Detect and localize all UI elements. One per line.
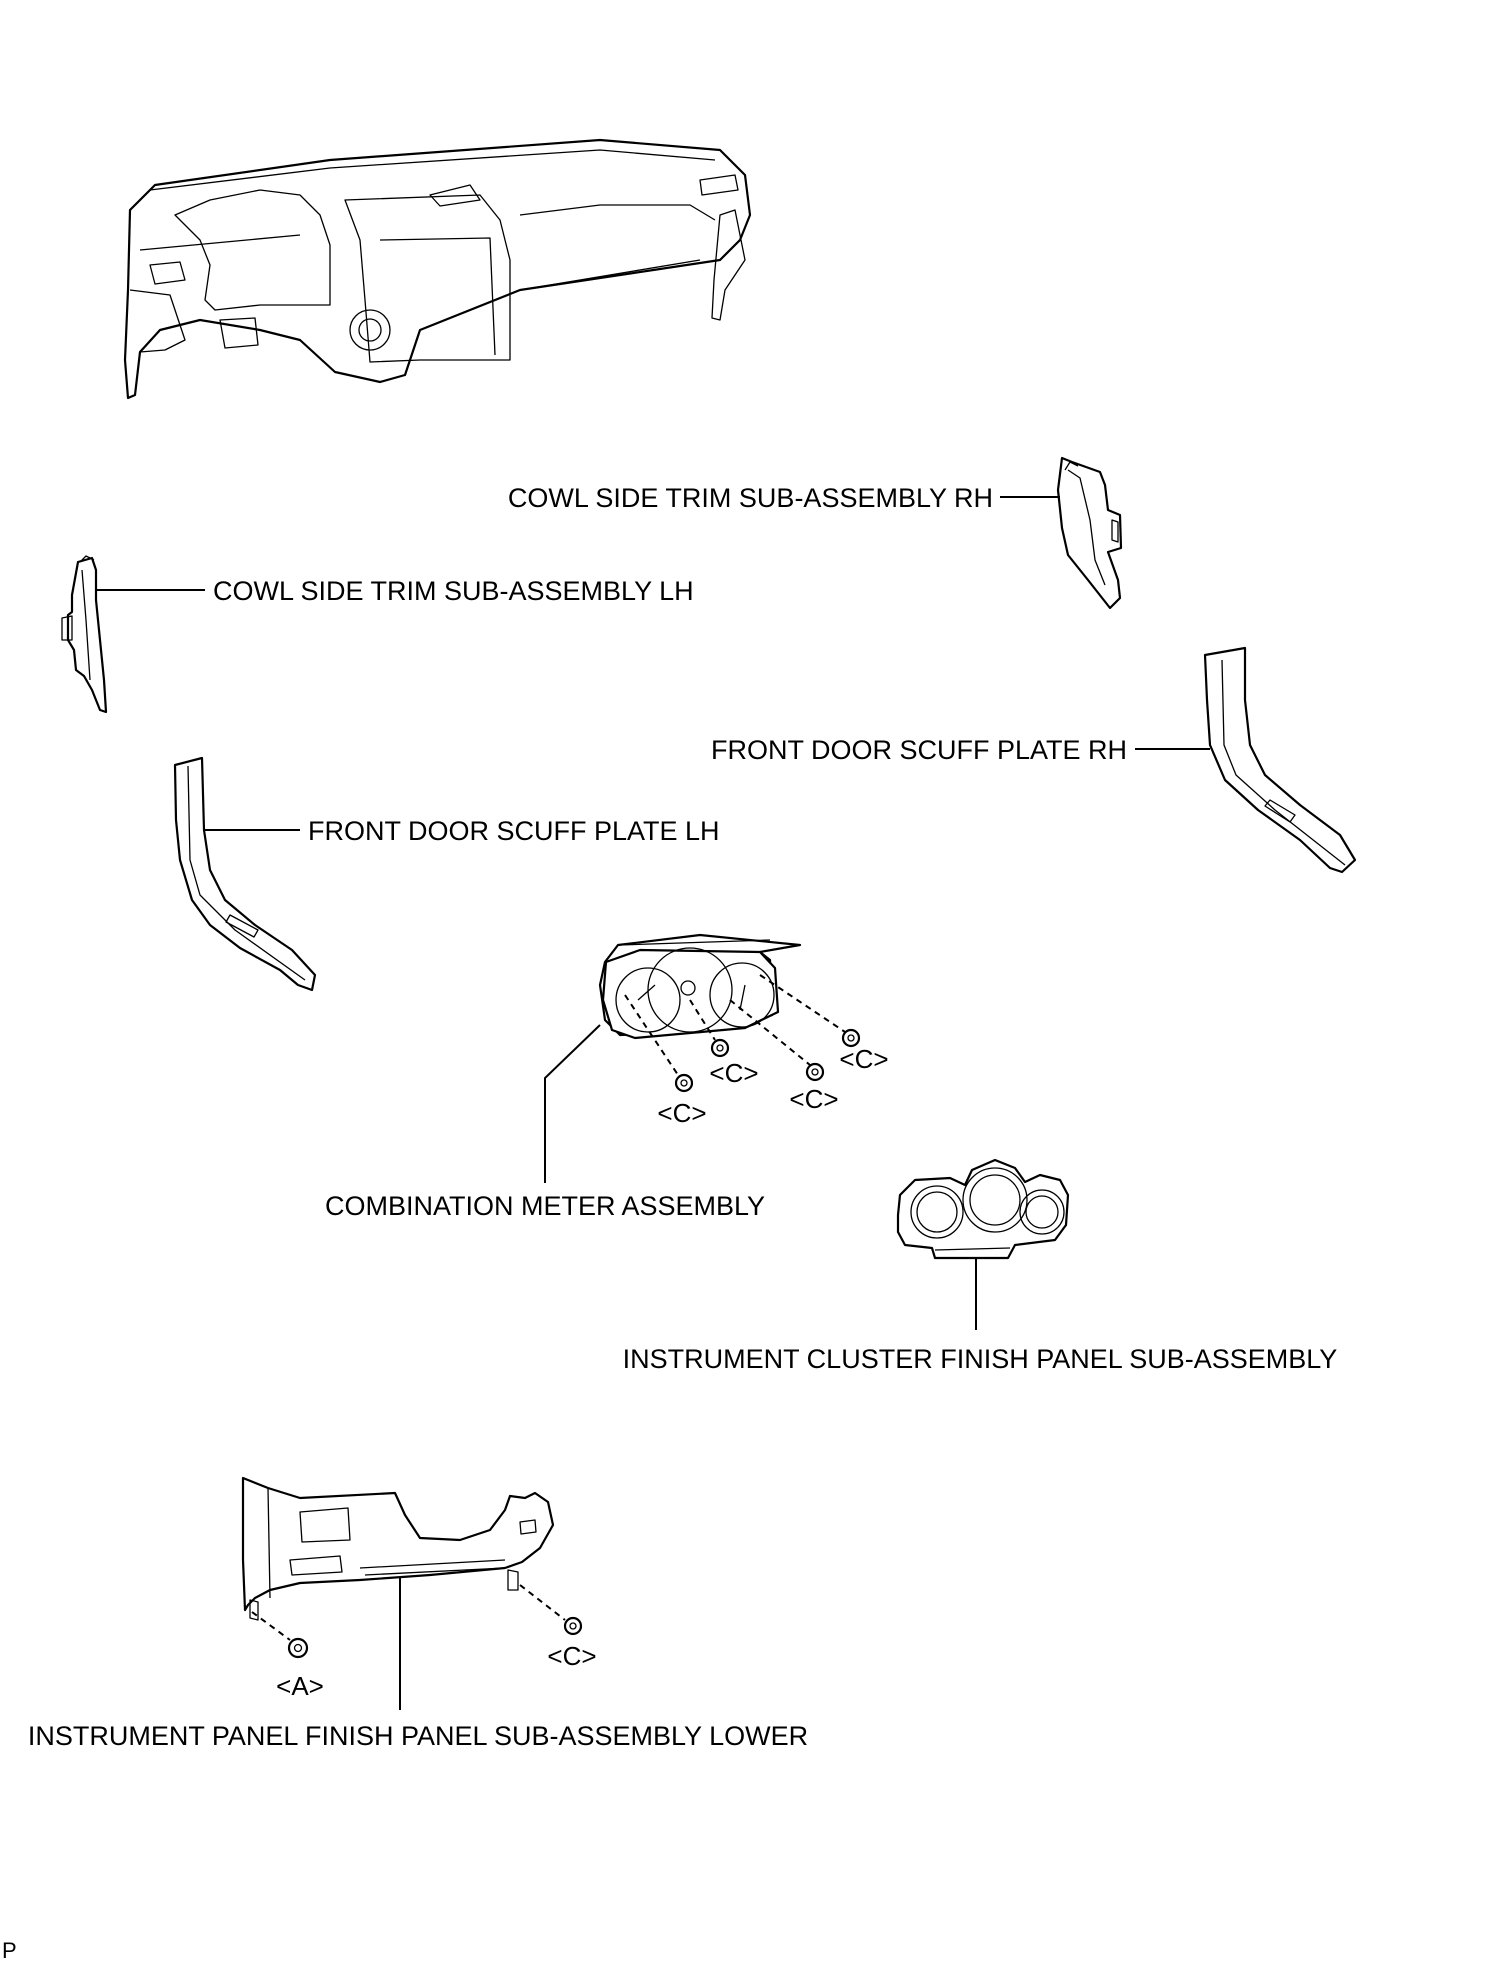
instrument-cluster-finish-panel-illustration — [896, 1158, 1070, 1260]
instrument-panel-finish-panel-lower-illustration — [241, 1476, 555, 1621]
corner-mark: P — [2, 1938, 17, 1961]
meter-bolt-line-1 — [624, 994, 679, 1076]
cowl-side-trim-lh-illustration — [61, 555, 108, 714]
bolt-icon — [805, 1062, 825, 1082]
front-door-scuff-plate-rh-label: FRONT DOOR SCUFF PLATE RH — [711, 735, 1127, 765]
bolt-icon — [841, 1028, 861, 1048]
fastener-code-lower-right: <C> — [547, 1641, 596, 1671]
cowl-side-trim-rh-label: COWL SIDE TRIM SUB-ASSEMBLY RH — [508, 483, 993, 513]
bolt-icon — [674, 1073, 694, 1093]
instrument-cluster-finish-panel-label: INSTRUMENT CLUSTER FINISH PANEL SUB-ASSE… — [623, 1344, 1338, 1374]
combination-meter-label: COMBINATION METER ASSEMBLY — [325, 1191, 765, 1221]
front-door-scuff-plate-lh-illustration — [173, 756, 317, 992]
cowl-side-trim-lh-label: COWL SIDE TRIM SUB-ASSEMBLY LH — [213, 576, 694, 606]
fastener-code-lower-left: <A> — [276, 1671, 324, 1701]
meter-leader — [544, 1024, 601, 1183]
cowl-side-trim-rh-illustration — [1056, 456, 1123, 610]
front-door-scuff-plate-lh-label: FRONT DOOR SCUFF PLATE LH — [308, 816, 720, 846]
lower-bolt-line-right — [519, 1584, 566, 1621]
bolt-icon — [710, 1038, 730, 1058]
bolt-icon — [563, 1616, 583, 1636]
instrument-panel-overview-illustration — [123, 138, 752, 400]
fastener-code-meter-2: <C> — [709, 1058, 758, 1088]
instrument-panel-finish-panel-lower-label: INSTRUMENT PANEL FINISH PANEL SUB-ASSEMB… — [28, 1721, 808, 1751]
lower-bolt-line-left — [251, 1611, 291, 1641]
bolt-icon — [287, 1637, 309, 1659]
fastener-code-meter-1: <C> — [657, 1098, 706, 1128]
front-door-scuff-plate-rh-illustration — [1203, 646, 1357, 874]
meter-bolt-line-2 — [689, 999, 716, 1041]
fastener-code-meter-4: <C> — [839, 1044, 888, 1074]
combination-meter-illustration — [598, 933, 802, 1040]
fastener-code-meter-3: <C> — [789, 1084, 838, 1114]
